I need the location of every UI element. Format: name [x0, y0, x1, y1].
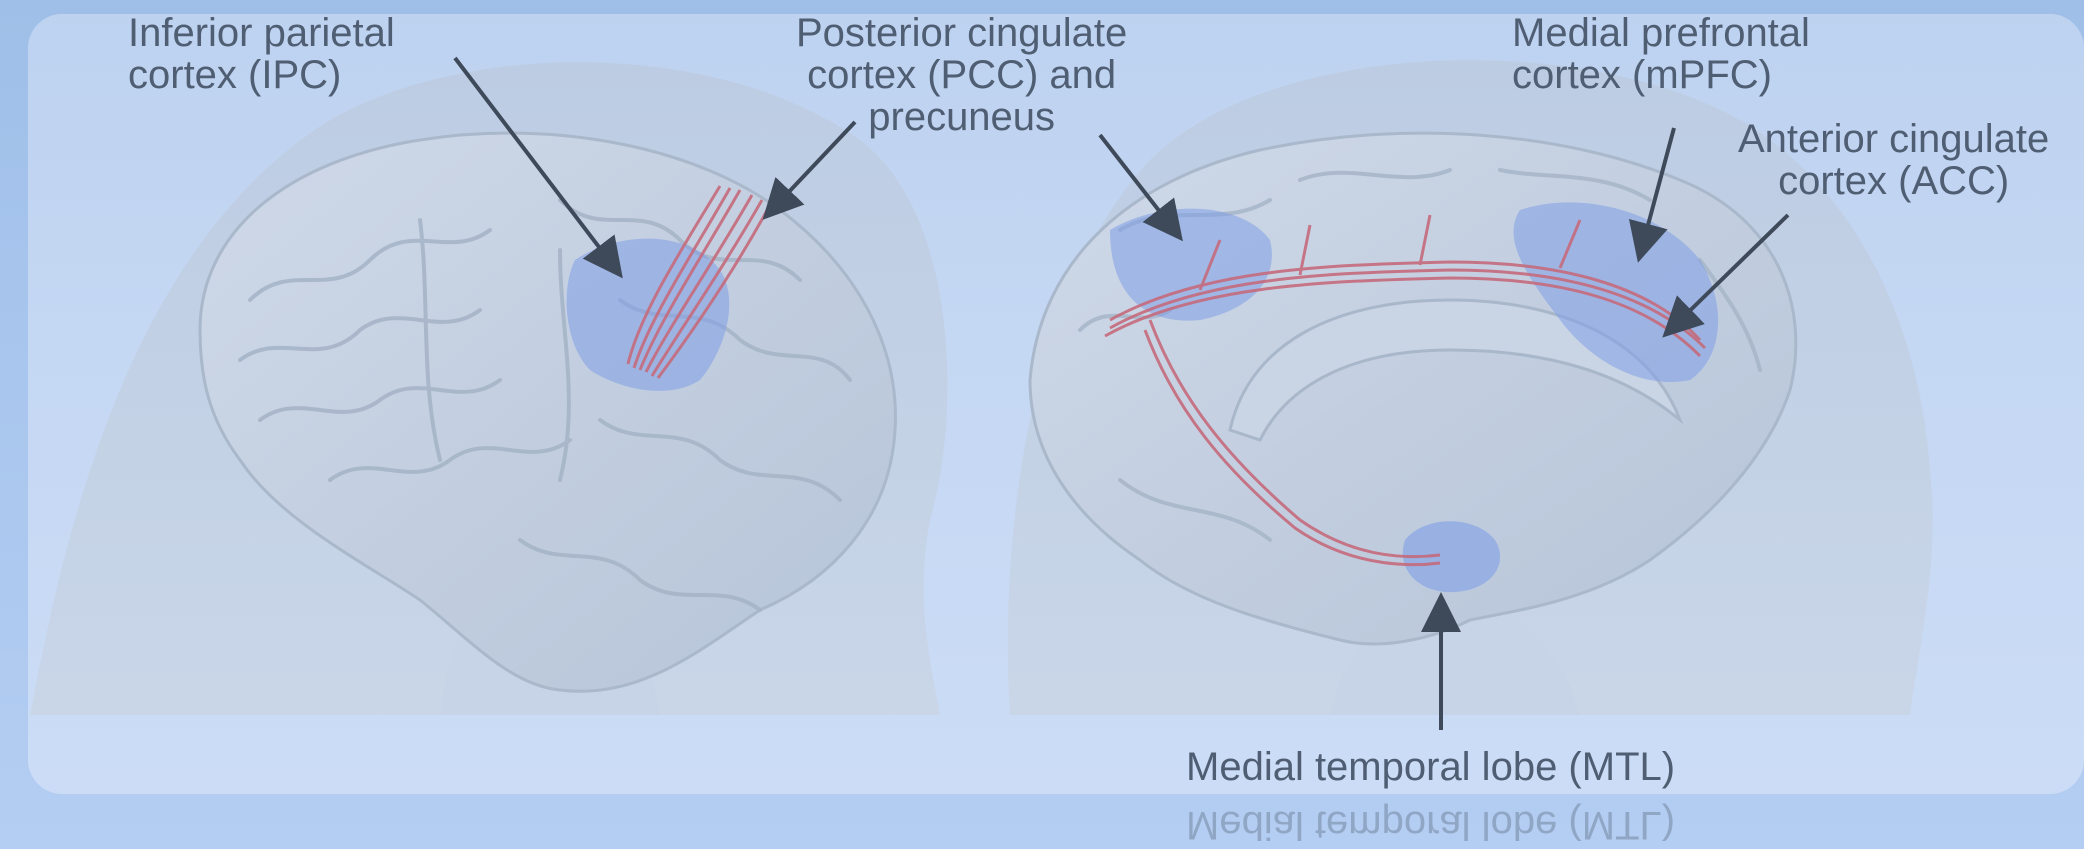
- mpfc-label: Medial prefrontal cortex (mPFC): [1512, 12, 1810, 96]
- mtl-label: Medial temporal lobe (MTL): [1186, 746, 1675, 788]
- acc-label: Anterior cingulate cortex (ACC): [1738, 118, 2049, 202]
- pcc-label: Posterior cingulate cortex (PCC) and pre…: [796, 12, 1127, 138]
- mtl-label-reflection: Medial temporal lobe (MTL): [1186, 804, 1675, 846]
- ipc-label: Inferior parietal cortex (IPC): [128, 12, 395, 96]
